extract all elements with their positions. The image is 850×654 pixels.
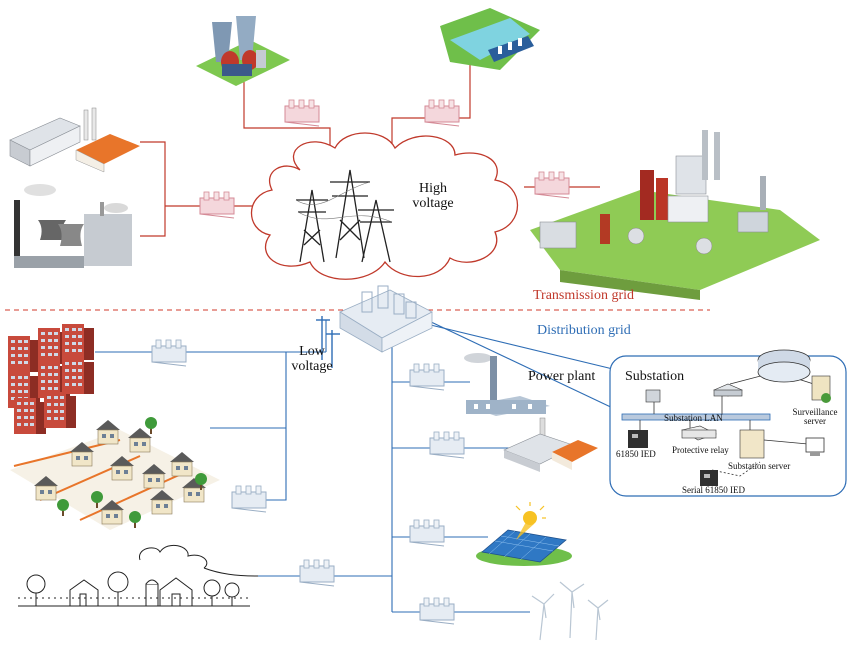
substation-label: Substation xyxy=(625,369,685,384)
ied-icon xyxy=(628,430,648,448)
substation-lan-bus xyxy=(621,413,771,421)
wind-turbine-icon xyxy=(531,581,609,641)
high-voltage-label: High voltage xyxy=(412,181,454,211)
high-voltage-cloud xyxy=(250,132,518,280)
transmission-grid-label: Transmission grid xyxy=(533,288,635,303)
power-plant-label: Power plant xyxy=(528,369,596,384)
nuclear-plant-icon xyxy=(196,16,290,86)
transmission-tower-icon xyxy=(295,169,394,263)
router-icon xyxy=(757,349,811,383)
serial-ied-icon xyxy=(700,470,718,486)
low-voltage-label: Low voltage xyxy=(291,344,333,374)
apartment-buildings-icon xyxy=(8,324,94,434)
solar-panel-icon xyxy=(476,502,572,566)
protective-relay-icon xyxy=(681,425,717,441)
refinery-complex-icon xyxy=(530,130,820,300)
protective-relay-label: Protective relay xyxy=(672,445,729,455)
factory-icon xyxy=(503,417,598,472)
server-icon xyxy=(645,375,831,403)
distribution-grid-label: Distribution grid xyxy=(537,323,631,338)
thermal-plant-icon xyxy=(14,184,132,268)
substation-server-label: Substation server xyxy=(728,461,791,471)
factory-icon xyxy=(9,107,140,173)
houses-icon xyxy=(10,417,220,530)
farm-icon xyxy=(18,544,259,607)
substation-lan-label: Substation LAN xyxy=(664,413,723,423)
low-voltage-pole-icon xyxy=(316,316,340,368)
substation-network-box xyxy=(609,349,847,497)
surveillance-server-label: Surveillance server xyxy=(792,407,838,427)
substation-icon xyxy=(339,285,433,353)
iec61850-ied-label: 61850 IED xyxy=(616,449,656,459)
power-plant-icon xyxy=(464,353,550,416)
hydro-dam-icon xyxy=(430,4,540,70)
substation-server-icon xyxy=(739,429,825,459)
switch-icon xyxy=(713,383,743,397)
serial-61850-ied-label: Serial 61850 IED xyxy=(682,485,745,495)
